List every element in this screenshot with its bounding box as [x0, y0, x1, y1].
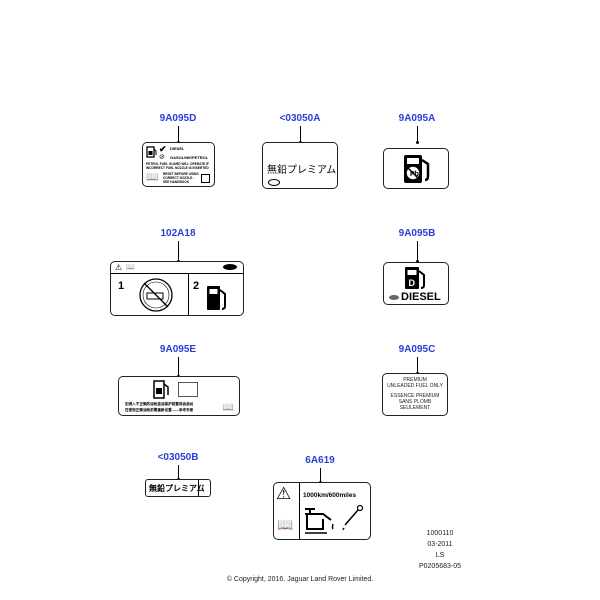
callout-6A619[interactable]: 6A619 [305, 455, 335, 466]
label-9A095E[interactable]: 如误入不正确的油枪盖油保护装置将会启动 在使用正确油枪前需重新设置——参考手册 … [118, 376, 240, 416]
label-text-diesel: DIESEL [401, 291, 441, 303]
label-text-cn-2: 在使用正确油枪前需重新设置——参考手册 [125, 408, 194, 412]
label-6A619[interactable]: ⚠ 📖 1000km/600miles [273, 482, 371, 540]
label-text-premium: PREMIUM [403, 377, 427, 383]
diesel-fuel-pump-icon: D [405, 267, 425, 289]
handbook-icon: 📖 [277, 517, 294, 532]
leader-line [178, 241, 179, 261]
leader-line [178, 465, 179, 479]
label-text-premium-jp: 無鉛プレミアム [149, 484, 205, 493]
panel-number-2: 2 [193, 280, 200, 292]
dipstick-icon [341, 504, 364, 532]
reference-number: 1000110 [426, 530, 454, 537]
svg-text:D: D [409, 278, 416, 288]
prohibited-icon: ⊘ [159, 154, 165, 161]
leader-line [178, 357, 179, 376]
label-text-warning-1: PETROL FUEL GUARD WILL OPERATE IF [146, 162, 209, 166]
label-text-essence: ESSENCE PREMIUM [390, 393, 440, 399]
callout-9A095C[interactable]: 9A095C [398, 344, 436, 355]
land-rover-logo-icon [389, 295, 399, 300]
label-03050A[interactable]: 無鉛プレミアム [262, 142, 338, 189]
label-text-warning-2: INCORRECT FUEL NOZZLE IS INSERTED [146, 166, 209, 170]
warning-triangle-icon: ⚠ [276, 484, 292, 503]
label-102A18[interactable]: ⚠ 📖 1 2 [110, 261, 244, 316]
checkbox-square [201, 174, 210, 183]
label-9A095D[interactable]: ✔ DIESEL ⊘ GASOLINE/PETROL PETROL FUEL G… [142, 142, 215, 187]
fuel-pump-icon [146, 146, 157, 158]
land-rover-logo-icon [223, 264, 237, 270]
handbook-icon: 📖 [146, 172, 159, 183]
label-9A095A[interactable]: Pb [383, 148, 449, 189]
label-text-interval: 1000km/600miles [303, 492, 357, 499]
copyright-notice: © Copyright, 2016. Jaguar Land Rover Lim… [226, 576, 374, 583]
callout-03050B[interactable]: <03050B [157, 452, 199, 463]
leader-dot [416, 141, 419, 144]
leader-line [417, 126, 418, 142]
divider-vertical [299, 483, 300, 539]
label-text-seulement: SEULEMENT [399, 405, 431, 411]
label-03050B[interactable]: 無鉛プレミアム ↑ [145, 479, 211, 497]
panel-number-1: 1 [118, 280, 125, 292]
leader-line [300, 126, 301, 142]
label-text-gasoline: GASOLINE/PETROL [170, 155, 209, 160]
handbook-icon: 📖 [222, 402, 234, 412]
callout-9A095A[interactable]: 9A095A [398, 113, 436, 124]
fuel-pump-icon [207, 286, 226, 310]
svg-text:Pb: Pb [410, 171, 419, 178]
label-9A095C[interactable]: PREMIUM UNLEADED FUEL ONLY ESSENCE PREMI… [382, 373, 448, 416]
divider-horizontal [111, 273, 243, 274]
oil-can-icon [305, 508, 334, 534]
callout-9A095B[interactable]: 9A095B [398, 228, 436, 239]
label-text-premium-jp: 無鉛プレミアム [267, 165, 337, 176]
callout-9A095E[interactable]: 9A095E [159, 344, 197, 355]
no-hazard-icon [139, 278, 173, 312]
land-rover-logo-icon [268, 179, 280, 186]
callout-9A095D[interactable]: 9A095D [159, 113, 197, 124]
leader-line [178, 126, 179, 142]
blank-panel [178, 382, 198, 397]
label-text-reset-3: SEE HANDBOOK [163, 180, 190, 184]
checkmark-icon: ✔ [159, 144, 167, 154]
divider-vertical [198, 480, 199, 496]
label-9A095B[interactable]: D DIESEL [383, 262, 449, 305]
unleaded-fuel-pump-icon: Pb [404, 155, 430, 183]
label-text-reset-2: CORRECT NOZZLE - [163, 176, 195, 180]
leader-dot [416, 260, 419, 263]
reference-illustration-id: P0205683-05 [418, 563, 462, 570]
divider-vertical [188, 273, 189, 315]
leader-line [417, 241, 418, 261]
callout-102A18[interactable]: 102A18 [160, 228, 196, 239]
label-text-cn-1: 如误入不正确的油枪盖油保护装置将会启动 [125, 402, 194, 406]
label-text-diesel: DIESEL [170, 146, 185, 151]
callout-03050A[interactable]: <03050A [279, 113, 321, 124]
label-text-unleaded: UNLEADED FUEL ONLY [387, 383, 443, 389]
label-text-reset-1: RESET BEFORE USING [163, 172, 199, 176]
reference-code: LS [435, 552, 445, 559]
leader-line [320, 468, 321, 482]
handbook-icon: 📖 [126, 264, 135, 271]
diesel-fuel-pump-icon [153, 380, 169, 399]
arrow-up-icon: ↑ [200, 480, 206, 494]
warning-triangle-icon: ⚠ [115, 263, 123, 272]
reference-date: 03-2011 [427, 541, 453, 548]
label-text-sans-plomb: SANS PLOMB [398, 399, 432, 405]
leader-line [417, 357, 418, 373]
